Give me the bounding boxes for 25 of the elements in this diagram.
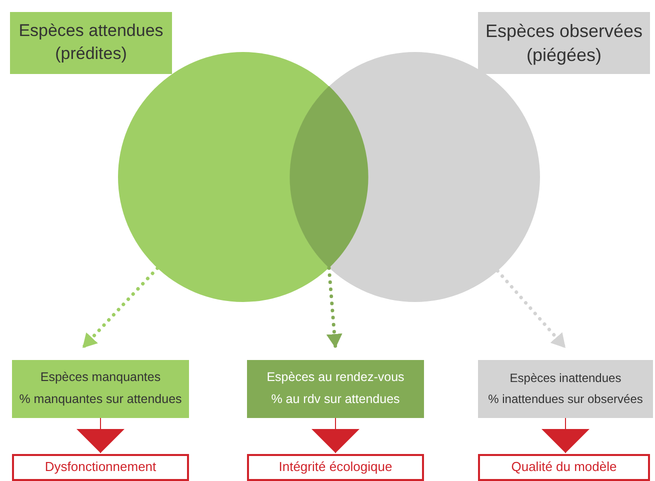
dotted-arrow bbox=[496, 269, 568, 350]
category-label: Espèces inattendues bbox=[510, 370, 622, 387]
ratio-label: % au rdv sur attendues bbox=[271, 391, 400, 408]
result-box bbox=[247, 360, 424, 418]
result-box bbox=[478, 360, 653, 418]
triangle-arrow bbox=[542, 418, 590, 454]
heading-box bbox=[10, 12, 172, 74]
outcome-box bbox=[12, 454, 189, 481]
ratio-label: % inattendues sur observées bbox=[488, 391, 643, 408]
category-label: Qualité du modèle bbox=[511, 458, 617, 476]
ratio-label: % manquantes sur attendues bbox=[19, 391, 182, 408]
outcome-box bbox=[478, 454, 650, 481]
dotted-arrow bbox=[80, 266, 160, 350]
dotted-arrow bbox=[326, 266, 342, 350]
result-box bbox=[12, 360, 189, 418]
triangle-arrow bbox=[76, 418, 124, 454]
outcome-box bbox=[247, 454, 424, 481]
category-label: Espèces au rendez-vous bbox=[266, 369, 404, 386]
triangle-arrow bbox=[312, 418, 360, 454]
heading-box bbox=[478, 12, 650, 74]
heading-text: Espèces observées (piégées) bbox=[484, 20, 644, 67]
category-label: Intégrité écologique bbox=[278, 458, 392, 476]
heading-text: Espèces attendues (prédites) bbox=[18, 20, 164, 65]
category-label: Espèces manquantes bbox=[40, 369, 161, 386]
category-label: Dysfonctionnement bbox=[44, 458, 156, 476]
